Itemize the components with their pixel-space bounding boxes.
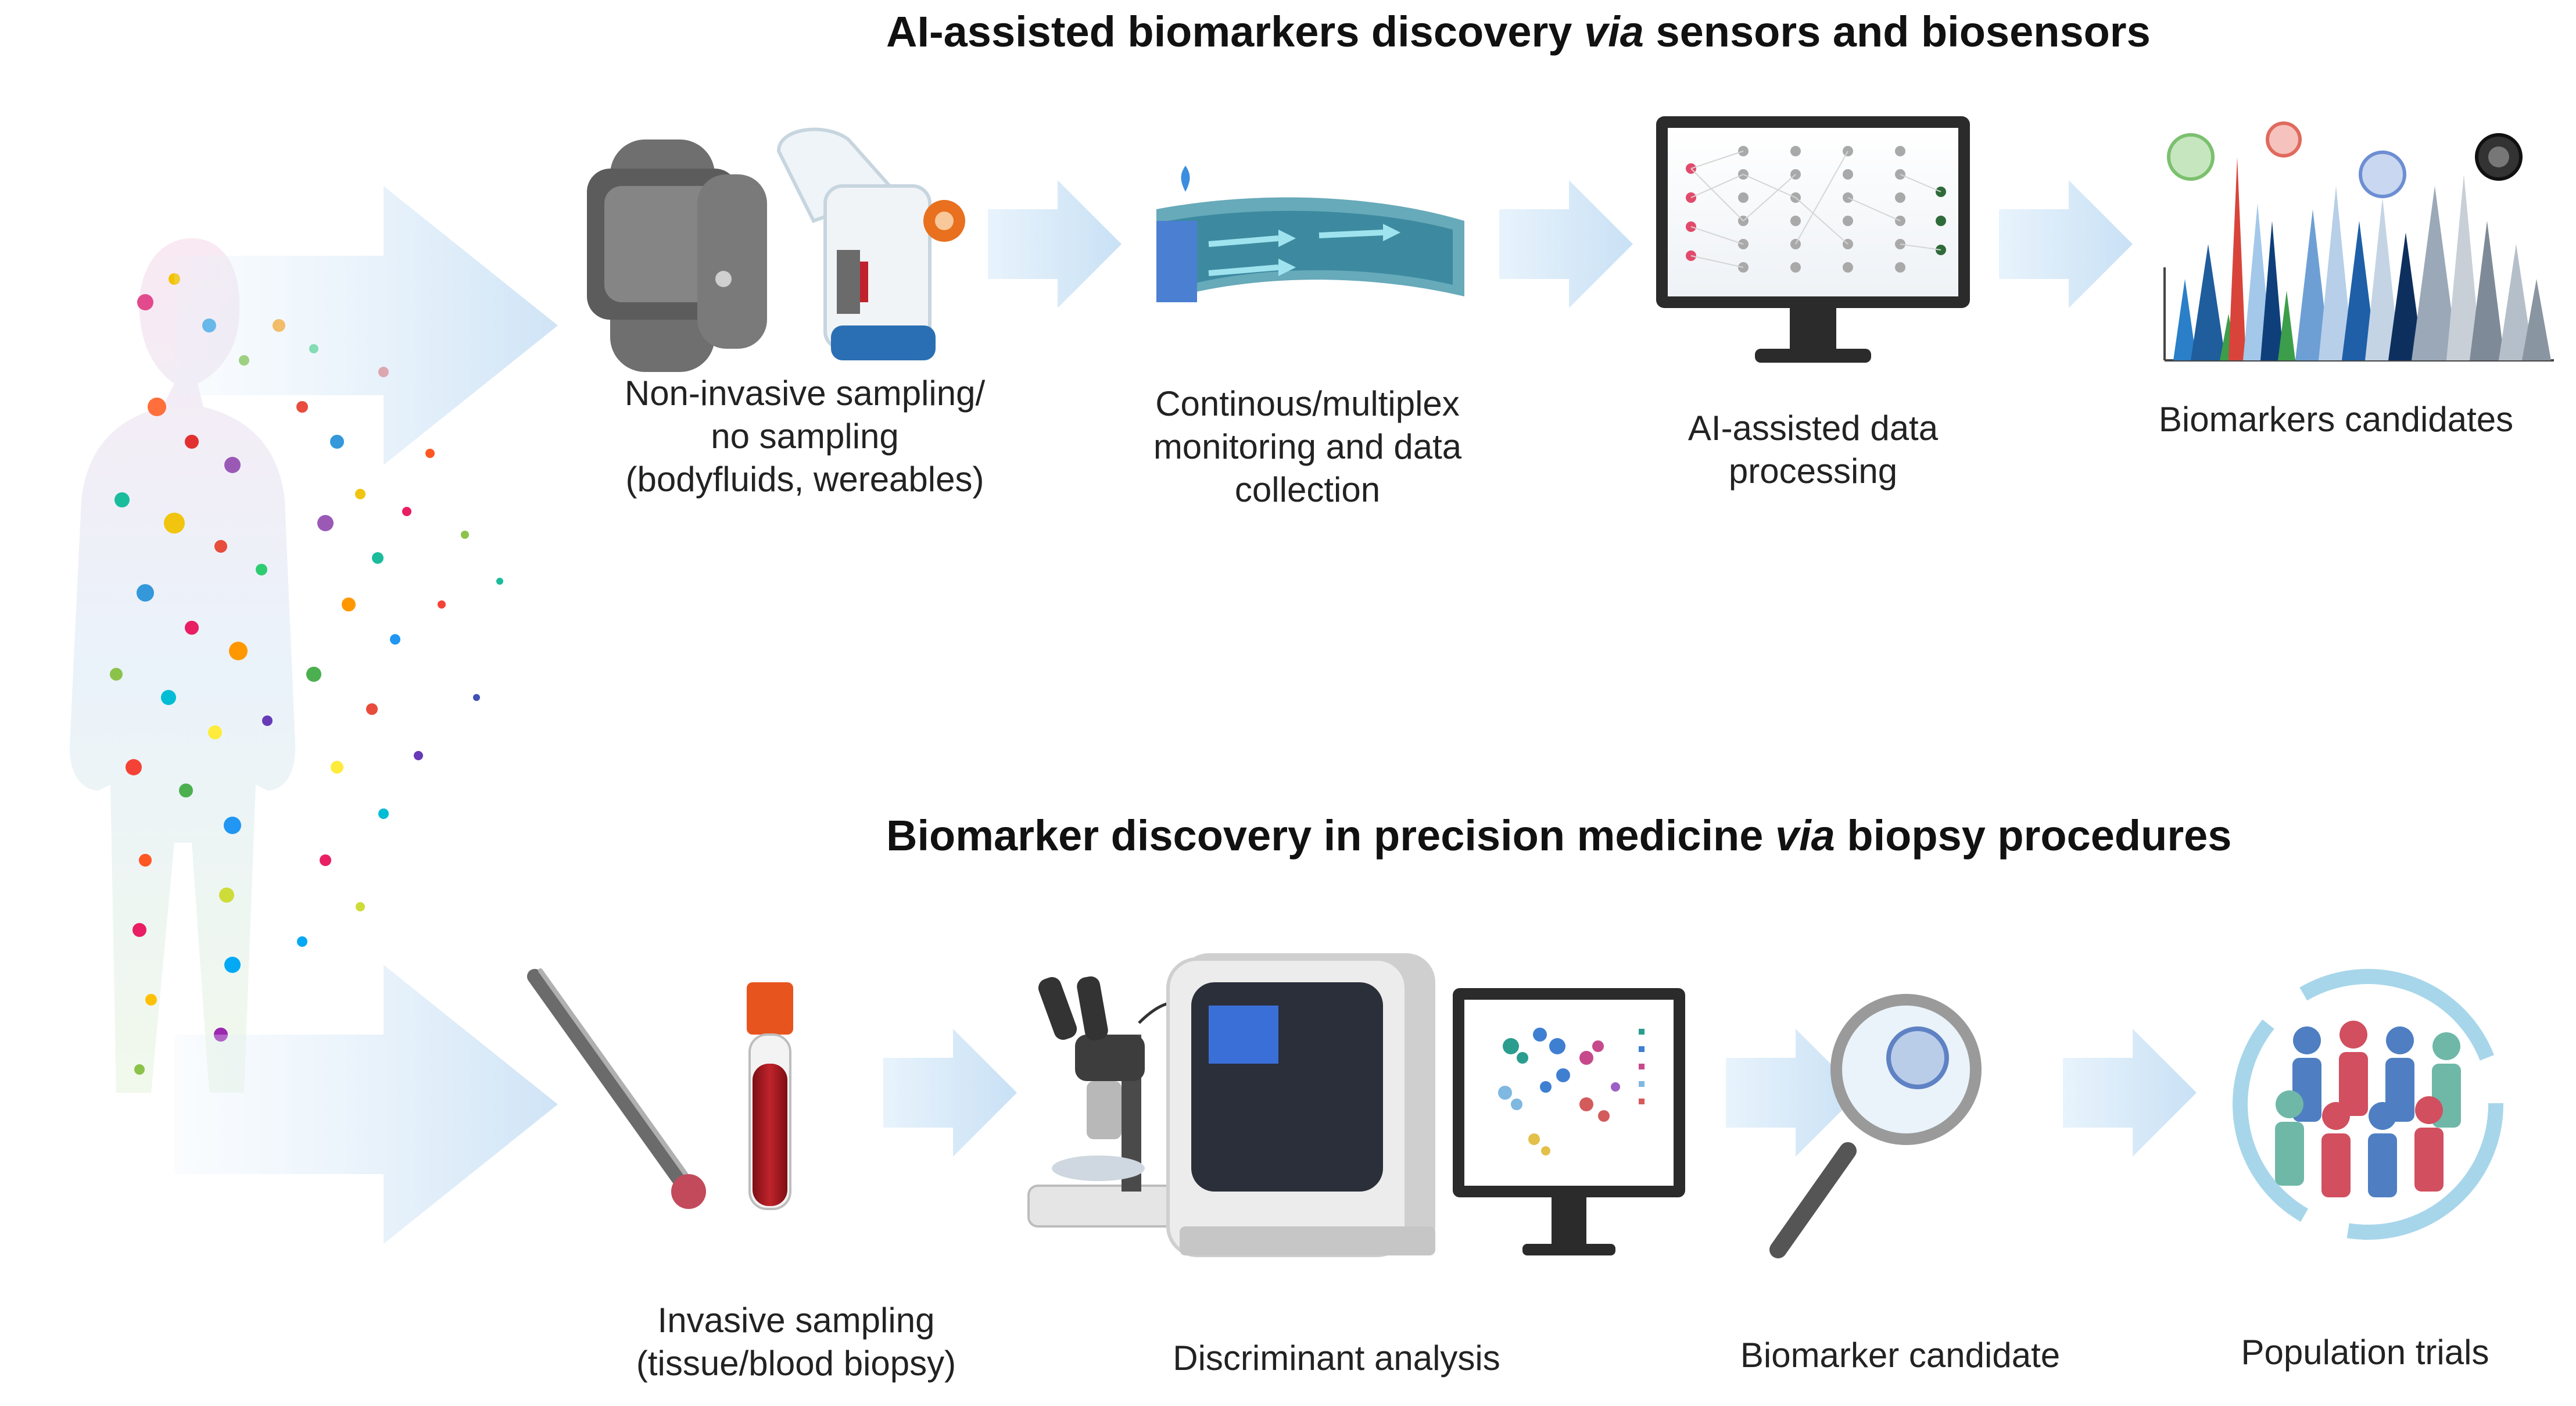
bottom-step-arrow-2 xyxy=(1726,1029,1860,1157)
bottom-step-label-1: Invasive sampling (tissue/blood biopsy) xyxy=(636,1301,956,1383)
microscope-icon xyxy=(1027,976,1199,1228)
biomarker-spectrum-icon xyxy=(2163,121,2554,362)
green-virus-icon xyxy=(2167,133,2215,181)
top-step-label-2: Continous/multiplex monitoring and data … xyxy=(1153,384,1462,509)
network-connections xyxy=(1690,151,1941,268)
scatter-plot-monitor-icon xyxy=(1453,988,1685,1255)
human-body-illustration xyxy=(69,238,503,1093)
plot-legend xyxy=(1639,1029,1645,1104)
biopsy-forceps-icon xyxy=(527,968,706,1209)
neural-network-icon xyxy=(1686,146,1946,273)
flexible-sensor-icon xyxy=(1156,166,1464,302)
body-to-bottom-arrow xyxy=(174,965,558,1244)
cluster-points xyxy=(1498,1028,1620,1155)
bottom-step-label-3: Biomarker candidate xyxy=(1740,1336,2061,1375)
breath-analyzer-icon xyxy=(776,127,965,360)
top-step-label-1: Non-invasive sampling/ no sampling (body… xyxy=(624,374,986,499)
red-virus-icon xyxy=(2266,121,2302,158)
bottom-step-arrow-3 xyxy=(2063,1029,2197,1157)
virus-icon xyxy=(1886,1026,1949,1089)
blood-tube-icon xyxy=(747,982,793,1210)
bottom-title-text: Biomarker discovery in precision medicin… xyxy=(886,811,1775,860)
magnifying-glass-icon xyxy=(1769,994,1982,1258)
bottom-title-text-end: biopsy procedures xyxy=(1835,811,2232,860)
body-silhouette xyxy=(69,238,296,1093)
top-step-label-3: AI-assisted data processing xyxy=(1688,409,1939,491)
bottom-step-label-4: Population trials xyxy=(2241,1333,2489,1372)
sequencer-machine-icon xyxy=(1166,953,1435,1257)
bottom-step-label-2: Discriminant analysis xyxy=(1173,1339,1500,1378)
bottom-title-via: via xyxy=(1775,811,1835,860)
top-step-arrow-3 xyxy=(1999,180,2133,308)
bottom-section-title: Biomarker discovery in precision medicin… xyxy=(886,811,2231,860)
top-title-text-end: sensors and biosensors xyxy=(1643,8,2151,56)
top-title-via: via xyxy=(1584,8,1644,56)
smartwatch-icon xyxy=(587,139,767,372)
top-title-text: AI-assisted biomarkers discovery xyxy=(886,8,1585,56)
body-to-top-arrow xyxy=(174,186,558,465)
top-step-label-4: Biomarkers candidates xyxy=(2158,400,2514,439)
ai-monitor-icon xyxy=(1656,116,1970,363)
people-group-icon xyxy=(2275,1021,2461,1197)
population-trials-icon xyxy=(2233,969,2503,1240)
top-step-arrow-2 xyxy=(1499,180,1633,308)
bottom-step-arrow-1 xyxy=(883,1029,1017,1157)
top-section-title: AI-assisted biomarkers discovery via sen… xyxy=(886,7,2151,56)
cycle-arrows-icon xyxy=(2233,969,2503,1240)
blue-virus-icon xyxy=(2359,151,2406,198)
body-arrows xyxy=(174,186,558,1244)
top-step-arrow-1 xyxy=(988,180,1122,308)
black-virus-icon xyxy=(2475,133,2523,181)
